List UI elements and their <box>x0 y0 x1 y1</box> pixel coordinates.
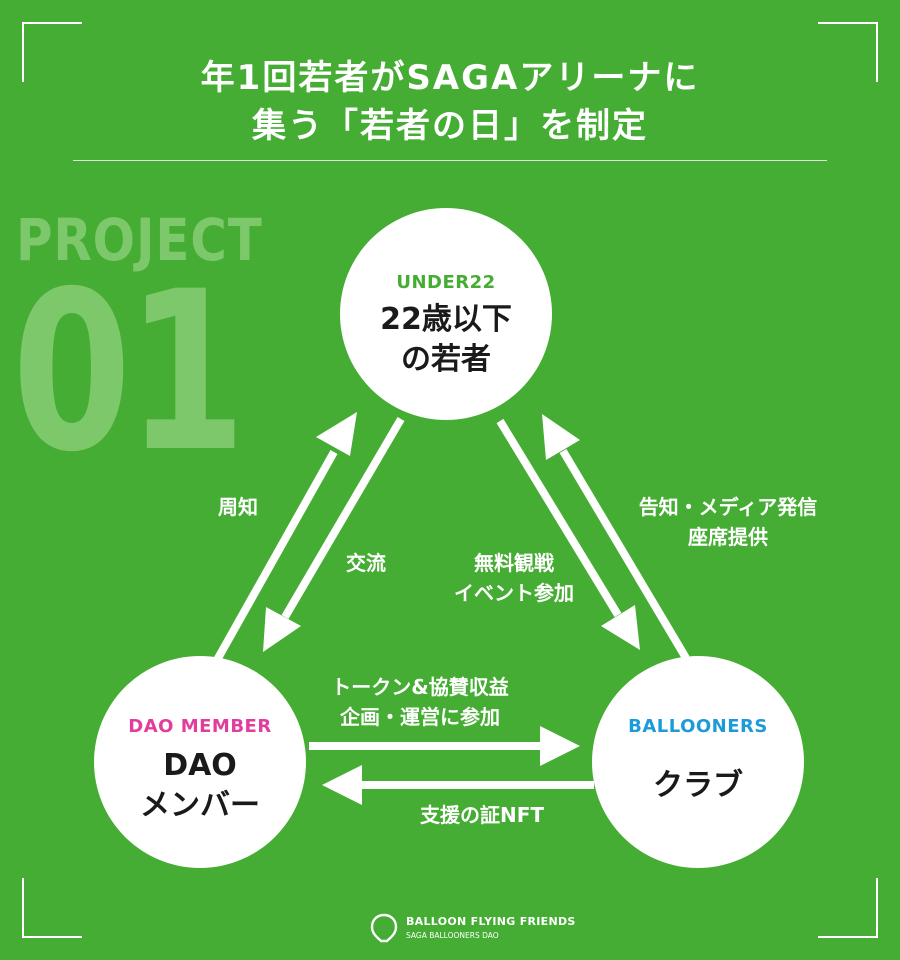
node-dao-member-title: DAO メンバー <box>94 746 306 826</box>
balloon-logo-icon <box>370 913 398 943</box>
edge-label-left-to-right-line-1: トークン&協賛収益 <box>331 675 509 699</box>
arrow-top-to-left <box>281 416 405 620</box>
arrow-top-to-left-head <box>263 607 301 652</box>
node-under22: UNDER22 22歳以下 の若者 <box>340 208 552 420</box>
node-ballooners: BALLOONERS クラブ <box>592 656 804 868</box>
node-under22-line-1: 22歳以下 <box>380 302 512 337</box>
node-ballooners-tag: BALLOONERS <box>628 716 768 737</box>
footer-brand-sub: SAGA BALLOONERS DAO <box>406 931 499 940</box>
edge-label-left-to-top: 周知 <box>218 495 258 519</box>
title-line-1: 年1回若者がSAGAアリーナに <box>200 58 700 98</box>
arrow-left-to-right-head <box>540 726 580 766</box>
edge-label-left-to-right: トークン&協賛収益 企画・運営に参加 <box>300 672 540 732</box>
arrow-left-to-top-head <box>316 412 357 456</box>
arrow-left-to-top <box>213 450 338 662</box>
watermark-project: PROJECT <box>16 206 263 274</box>
edge-label-top-to-right-line-2: イベント参加 <box>454 581 574 605</box>
arrow-top-to-right <box>496 418 622 618</box>
node-dao-member: DAO MEMBER DAO メンバー <box>94 656 306 868</box>
node-under22-title: 22歳以下 の若者 <box>340 300 552 380</box>
edge-label-top-to-left: 交流 <box>346 551 386 575</box>
edge-label-top-to-right: 無料観戦 イベント参加 <box>444 548 584 608</box>
edge-label-right-to-top-line-1: 告知・メディア発信 <box>638 495 818 519</box>
footer-brand-name: BALLOON FLYING FRIENDS <box>406 915 576 928</box>
frame-corner-bottom-left <box>22 878 82 938</box>
arrow-top-to-right-head <box>601 605 640 650</box>
watermark-number: 01 <box>12 244 246 500</box>
arrow-right-to-top <box>559 448 690 661</box>
edge-label-right-to-top: 告知・メディア発信 座席提供 <box>610 492 846 552</box>
node-dao-member-line-2: メンバー <box>140 788 260 823</box>
title-line-2: 集う「若者の日」を制定 <box>252 106 648 146</box>
node-dao-member-tag: DAO MEMBER <box>128 716 272 737</box>
arrow-right-to-left-head <box>322 765 362 805</box>
node-ballooners-title: クラブ <box>653 768 743 803</box>
edge-label-right-to-top-line-2: 座席提供 <box>688 525 768 549</box>
node-under22-tag: UNDER22 <box>396 272 496 293</box>
frame-corner-top-left <box>22 22 82 82</box>
frame-corner-bottom-right <box>818 878 878 938</box>
arrow-right-to-top-head <box>542 414 580 460</box>
edge-label-right-to-left: 支援の証NFT <box>419 803 545 827</box>
edge-label-left-to-right-line-2: 企画・運営に参加 <box>340 705 500 729</box>
node-dao-member-line-1: DAO <box>163 748 237 783</box>
node-under22-line-2: の若者 <box>401 342 491 377</box>
footer-brand: BALLOON FLYING FRIENDS SAGA BALLOONERS D… <box>370 911 575 947</box>
edge-label-top-to-right-line-1: 無料観戦 <box>474 551 554 575</box>
title-divider <box>73 160 827 161</box>
frame-corner-top-right <box>818 22 878 82</box>
